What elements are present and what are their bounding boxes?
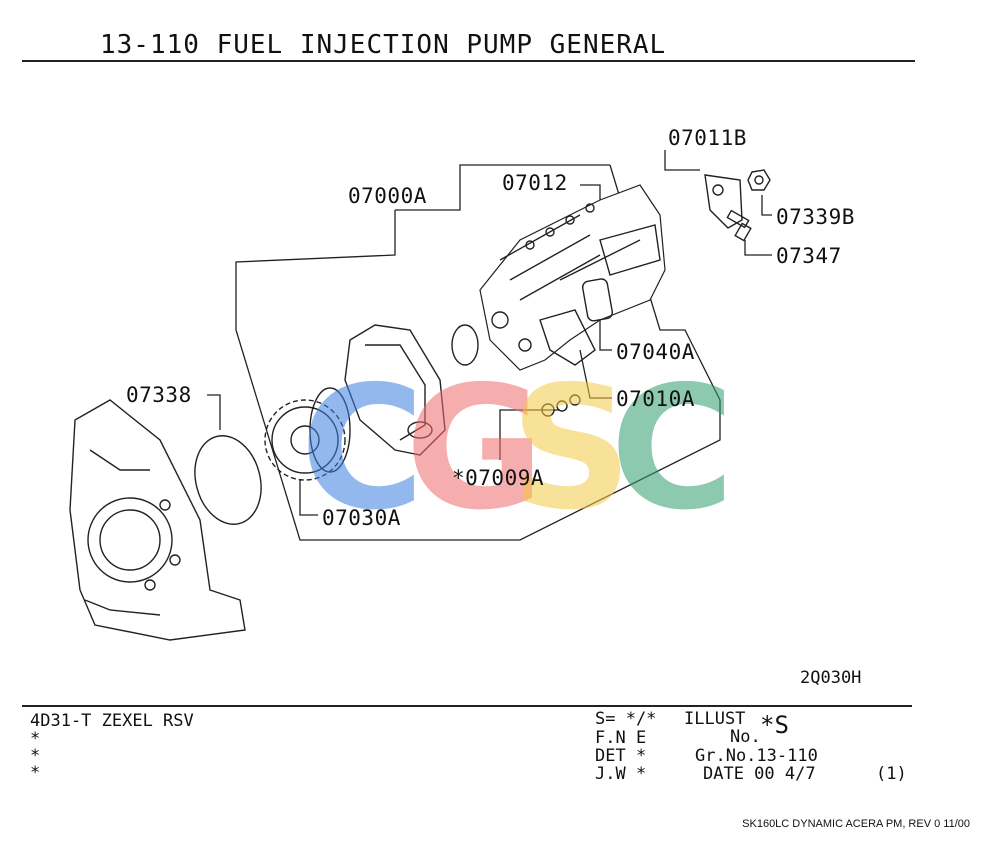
assembly-boundary	[235, 210, 721, 541]
o-ring-drawing	[194, 435, 262, 525]
footer-star-1: *	[30, 729, 41, 749]
watermark-letter-g: G	[405, 350, 545, 548]
footer-star-3: *	[30, 763, 41, 783]
nut-drawing	[747, 169, 771, 191]
leader-07347	[744, 240, 772, 256]
part-label-07040A: 07040A	[616, 340, 695, 364]
part-label-07010A: 07010A	[616, 387, 695, 411]
part-label-07338: 07338	[126, 383, 192, 407]
illust-label: ILLUST	[684, 709, 746, 729]
page-number: (1)	[876, 764, 907, 784]
leader-07012	[580, 184, 601, 200]
drive-gear-drawing	[264, 387, 351, 481]
bracket-drawing	[704, 174, 743, 229]
document-reference: SK160LC DYNAMIC ACERA PM, REV 0 11/00	[742, 818, 970, 830]
watermark-letter-s: S	[510, 350, 633, 548]
s-line: S= */*	[595, 709, 657, 729]
model-text: 4D31-T ZEXEL RSV	[30, 711, 194, 731]
jw-line: J.W *	[595, 764, 647, 784]
engine-housing-drawing	[69, 399, 246, 641]
no-label: No.	[730, 727, 761, 747]
part-label-07339B: 07339B	[776, 205, 855, 229]
part-label-07347: 07347	[776, 244, 842, 268]
leader-07030A	[299, 480, 318, 516]
group-number: Gr.No.13-110	[695, 746, 818, 766]
leader-07338	[207, 394, 221, 430]
det-line: DET *	[595, 746, 647, 766]
part-label-07030A: 07030A	[322, 506, 401, 530]
seal-set-drawing	[541, 394, 581, 417]
leader-07010A	[579, 349, 612, 399]
leader-07011B	[664, 150, 700, 171]
leader-07009A	[499, 409, 560, 460]
illust-number: *S	[760, 711, 789, 739]
assembly-boundary-top	[395, 164, 610, 211]
watermark-letter-c2: C	[610, 350, 735, 548]
part-label-07000A: 07000A	[348, 184, 427, 208]
part-label-07011B: 07011B	[668, 126, 747, 150]
footer-divider	[22, 705, 912, 707]
title-underline	[22, 60, 915, 62]
watermark-letter-c1: C	[300, 350, 425, 548]
bolt-drawing	[726, 209, 752, 242]
footer-star-2: *	[30, 746, 41, 766]
part-label-07012: 07012	[502, 171, 568, 195]
injection-pump-drawing	[479, 184, 666, 371]
fne-line: F.N E	[595, 728, 647, 748]
timer-housing-drawing	[344, 324, 446, 456]
gasket-drawing	[451, 324, 479, 366]
date-text: DATE 00 4/7	[703, 764, 816, 784]
part-label-07009A: *07009A	[452, 466, 545, 490]
illustration-code: 2Q030H	[800, 668, 862, 688]
leader-07339B	[761, 195, 772, 216]
page-title: 13-110 FUEL INJECTION PUMP GENERAL	[100, 30, 667, 60]
